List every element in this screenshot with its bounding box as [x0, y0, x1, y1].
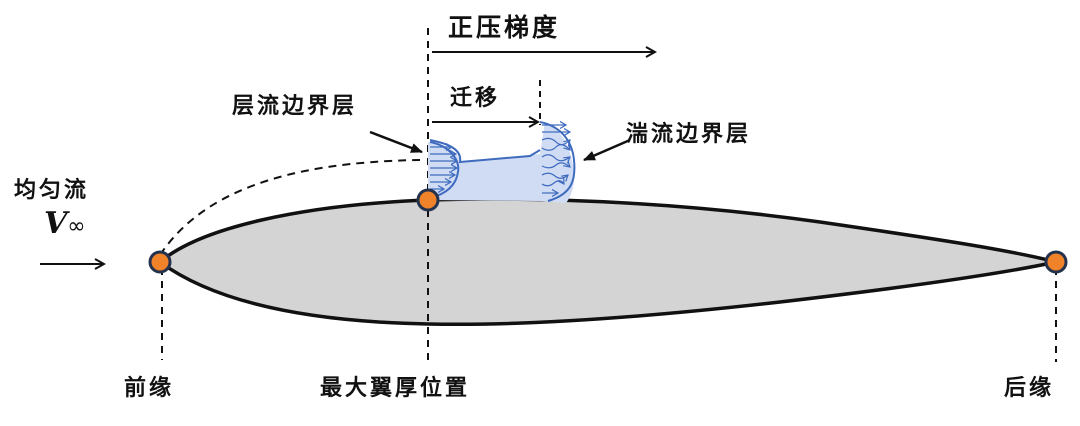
laminar-pointer-arrow	[369, 130, 423, 154]
dashed-streamline	[159, 159, 421, 256]
leading-edge-label: 前缘	[124, 376, 175, 401]
laminar-velocity-arrows	[430, 147, 457, 189]
airfoil-shape	[157, 197, 1057, 327]
turbulent-layer-label: 湍流边界层	[626, 122, 752, 147]
trailing-edge-label: 后缘	[1004, 376, 1055, 401]
velocity-letter: V	[44, 206, 68, 241]
turbulent-profile	[539, 121, 576, 202]
laminar-profile	[429, 141, 460, 199]
transition-label: 迁移	[450, 86, 501, 111]
uniform-flow-label: 均匀流	[14, 178, 90, 203]
velocity-symbol: V∞	[44, 206, 86, 241]
turbulent-velocity-arrows	[541, 125, 570, 193]
velocity-subscript: ∞	[67, 214, 86, 239]
turbulent-pointer-arrow	[583, 138, 631, 162]
trailing-edge-point	[1044, 250, 1068, 274]
laminar-layer-label: 层流边界层	[232, 94, 358, 119]
boundary-layer-group	[428, 121, 576, 203]
boundary-layer-fill	[428, 122, 575, 203]
leading-edge-point	[148, 250, 172, 274]
max-thickness-label: 最大翼厚位置	[320, 376, 471, 401]
max-thickness-point	[416, 188, 440, 212]
pressure-gradient-label: 正压梯度	[448, 13, 561, 42]
